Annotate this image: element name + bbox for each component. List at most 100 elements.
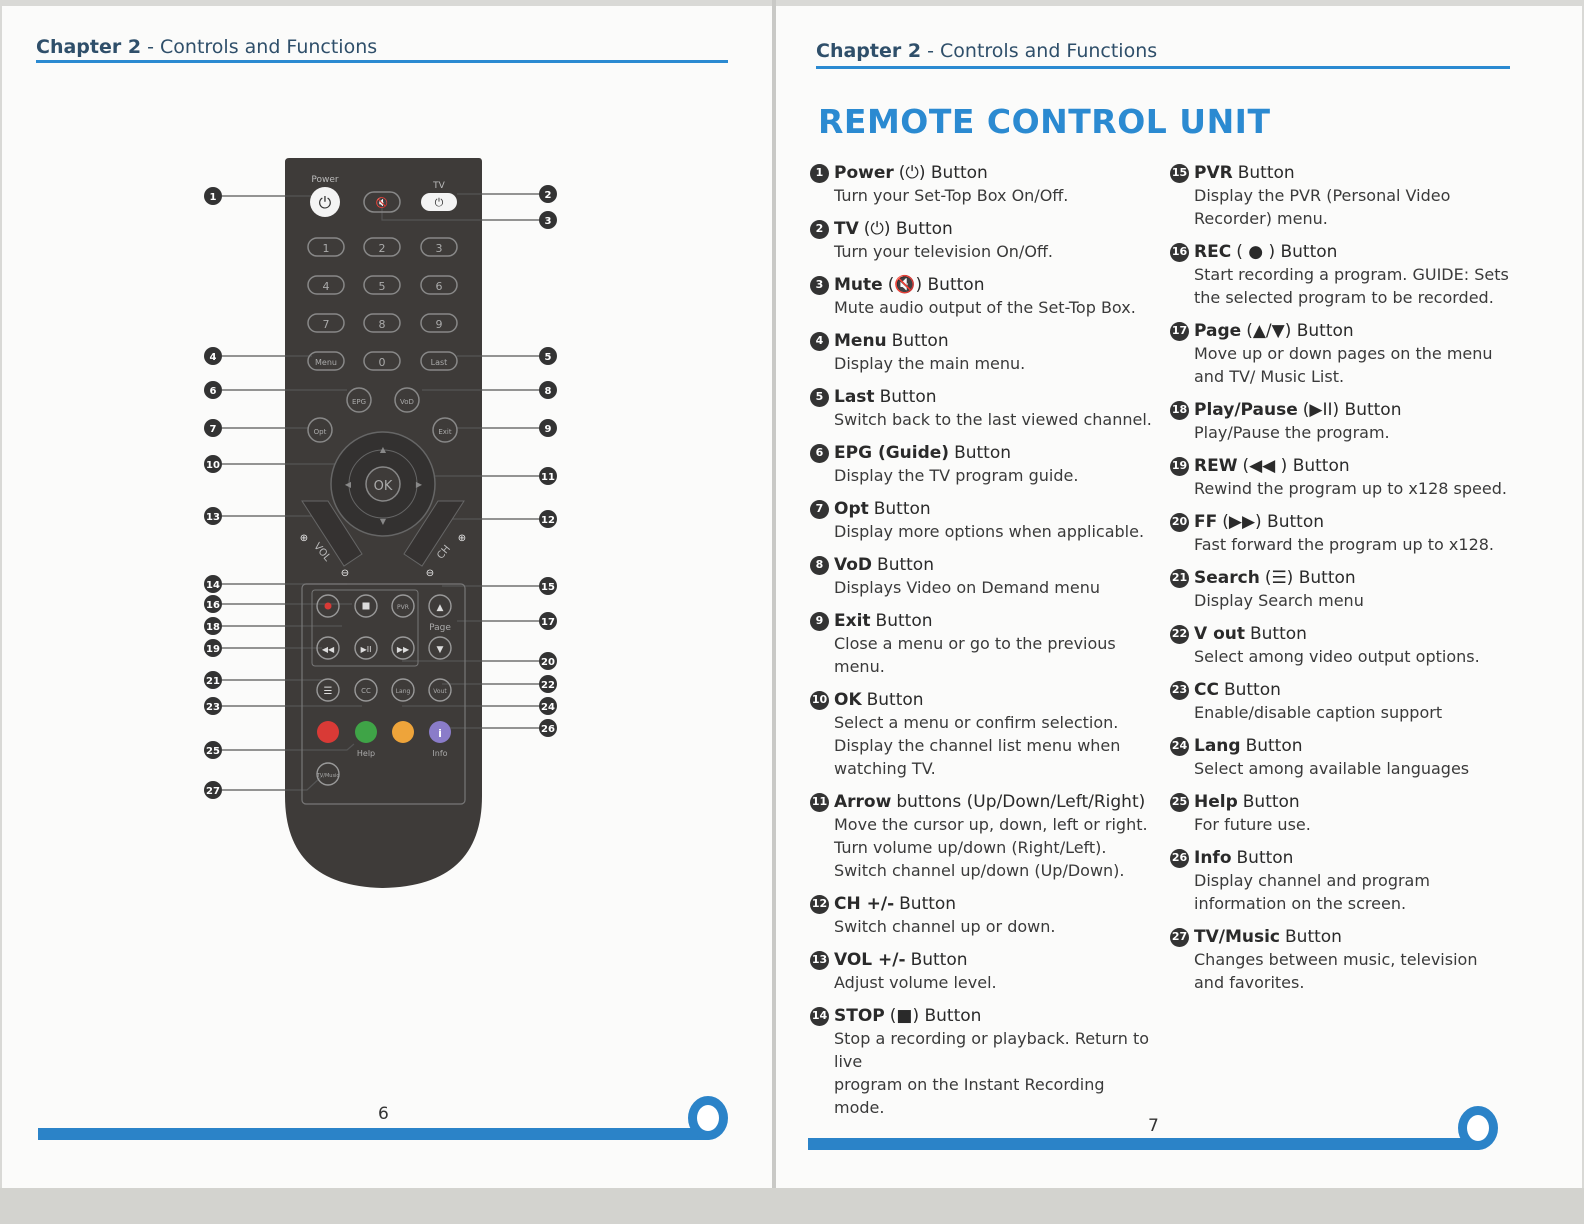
control-description: watching TV. — [834, 759, 936, 778]
callout-number: 13 — [206, 512, 220, 523]
chapter-rule — [36, 60, 728, 63]
callout-badge — [539, 419, 557, 437]
control-number-badge: 22 — [1170, 624, 1189, 644]
control-number-badge: 18 — [1170, 400, 1189, 420]
callout-number: 25 — [206, 746, 220, 757]
digit-key-label: 1 — [323, 242, 330, 255]
help-key-label: Help — [357, 749, 375, 758]
chapter-title: - Controls and Functions — [147, 36, 378, 58]
control-label-suffix: Button — [1242, 792, 1300, 812]
control-description: Display more options when applicable. — [834, 522, 1145, 541]
control-name: PVR — [1194, 163, 1233, 183]
control-number-badge: 7 — [810, 499, 829, 519]
callout-number: 2 — [545, 190, 552, 201]
ok-key-label: OK — [374, 479, 393, 494]
vol-minus-icon: ⊖ — [341, 568, 349, 579]
control-description: Display the TV program guide. — [834, 466, 1079, 485]
digit-button — [420, 313, 458, 333]
ff-button — [391, 636, 415, 660]
power-label: Power — [311, 175, 339, 185]
rec-icon — [324, 602, 332, 610]
control-description: information on the screen. — [1194, 894, 1407, 913]
control-name: Exit — [834, 611, 871, 631]
tvmusic-button — [316, 762, 340, 786]
control-name: Mute — [834, 275, 883, 295]
control-description: Play/Pause the program. — [1194, 423, 1390, 442]
control-description: Display Search menu — [1194, 591, 1364, 610]
digit-key-label: 9 — [436, 318, 443, 331]
control-name: CH +/- — [834, 894, 895, 914]
callout-badge — [539, 467, 557, 485]
ch-minus-icon: ⊖ — [426, 568, 434, 579]
control-number-badge: 1 — [810, 163, 829, 183]
control-description: and TV/ Music List. — [1194, 367, 1345, 386]
digit-button — [307, 313, 345, 333]
control-label-suffix: Button — [866, 690, 924, 710]
callout-badge — [539, 577, 557, 595]
callout-number: 10 — [206, 460, 220, 471]
digit-key-label: 2 — [379, 242, 386, 255]
control-description: Display the PVR (Personal Video — [1194, 186, 1451, 205]
control-name: Menu — [834, 331, 887, 351]
control-number-badge: 4 — [810, 331, 829, 351]
menu-button — [307, 351, 345, 371]
green-key — [355, 721, 377, 743]
control-description: Select among video output options. — [1194, 647, 1480, 666]
opt-button — [307, 417, 333, 443]
arrow-left-icon: ◀ — [345, 480, 352, 489]
digit-key-label: 3 — [436, 242, 443, 255]
control-label-suffix: Button — [1223, 680, 1281, 700]
callout-badge — [204, 741, 222, 759]
control-number-badge: 8 — [810, 555, 829, 575]
page-down-button — [428, 636, 452, 660]
control-number-badge: 5 — [810, 387, 829, 407]
rew-button — [316, 636, 340, 660]
control-number-badge: 11 — [810, 792, 829, 812]
control-label-suffix: Button — [1237, 163, 1295, 183]
callout-number: 8 — [545, 386, 552, 397]
control-description: Displays Video on Demand menu — [834, 578, 1100, 597]
callout-badge — [204, 697, 222, 715]
control-description: Select a menu or confirm selection. — [834, 713, 1119, 732]
control-name: Last — [834, 387, 875, 407]
lang-button — [391, 678, 415, 702]
control-number-badge: 19 — [1170, 456, 1189, 476]
ff-icon: ▶▶ — [397, 645, 410, 654]
control-number-badge: 24 — [1170, 736, 1189, 756]
digit-key-label: 6 — [436, 280, 443, 293]
info-key-label: Info — [432, 749, 447, 758]
control-description: Changes between music, television — [1194, 950, 1478, 969]
control-number-badge: 9 — [810, 611, 829, 631]
callout-number: 23 — [206, 702, 220, 713]
control-description: Adjust volume level. — [834, 973, 997, 992]
menu-key-label: Menu — [315, 358, 337, 367]
vod-button — [394, 387, 420, 413]
callout-badge — [204, 639, 222, 657]
control-description: Mute audio output of the Set-Top Box. — [834, 298, 1136, 317]
chapter-prefix: Chapter 2 — [36, 36, 142, 58]
control-name: TV — [834, 219, 859, 239]
info-key — [429, 721, 451, 743]
control-description: Move the cursor up, down, left or right. — [834, 815, 1148, 834]
callout-badge — [539, 185, 557, 203]
search-icon: ☰ — [324, 686, 333, 697]
